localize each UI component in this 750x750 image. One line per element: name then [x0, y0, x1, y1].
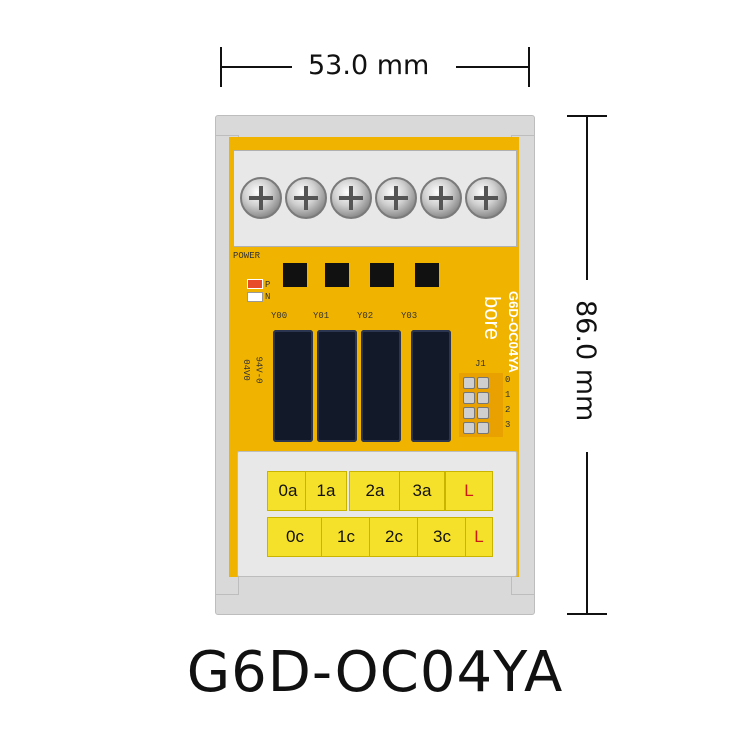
screw-terminal-3 — [330, 177, 372, 219]
terminal-top-2: 1a — [305, 471, 347, 511]
din-rail-bottom — [215, 573, 535, 615]
ic-chip-1 — [283, 263, 307, 287]
header-pin — [463, 377, 475, 389]
relay-1 — [273, 330, 313, 442]
board-cert-label: 94V-0 — [253, 356, 264, 384]
header-j1 — [459, 373, 503, 437]
board-label-n: N — [265, 292, 271, 302]
height-dimension-top-line — [586, 115, 588, 280]
screw-terminal-6 — [465, 177, 507, 219]
height-dimension-label: 86.0 mm — [570, 300, 601, 422]
output-label-y01: Y01 — [313, 311, 330, 321]
product-model-title: G6D-OC04YA — [186, 640, 564, 705]
height-dimension-bottom-line — [586, 452, 588, 615]
relay-3 — [361, 330, 401, 442]
output-label-y00: Y00 — [271, 311, 288, 321]
ic-chip-3 — [370, 263, 394, 287]
header-row-2: 2 — [505, 405, 511, 415]
header-pin — [463, 422, 475, 434]
terminal-top-5: L — [445, 471, 493, 511]
relay-4 — [411, 330, 451, 442]
terminal-top-3: 2a — [349, 471, 401, 511]
screw-terminal-1 — [240, 177, 282, 219]
status-led — [247, 292, 263, 302]
header-pin — [477, 407, 489, 419]
header-pin — [477, 377, 489, 389]
output-label-y03: Y03 — [401, 311, 418, 321]
terminal-top-4: 3a — [399, 471, 445, 511]
ic-chip-2 — [325, 263, 349, 287]
ic-chip-4 — [415, 263, 439, 287]
terminal-block — [237, 451, 517, 577]
relay-module: POWER P N Y00 Y01 Y02 Y03 bore G6D-OC04Y… — [215, 115, 535, 615]
terminal-bottom-2: 1c — [321, 517, 371, 557]
terminal-bottom-5: L — [465, 517, 493, 557]
width-dimension-right-tick — [528, 47, 530, 87]
output-label-y02: Y02 — [357, 311, 374, 321]
header-label-j1: J1 — [475, 359, 486, 369]
board-cert-code: 04V0 — [240, 359, 251, 381]
board-label-p: P — [265, 280, 271, 290]
terminal-top-1: 0a — [267, 471, 309, 511]
header-row-0: 0 — [505, 375, 511, 385]
height-dimension — [562, 115, 612, 615]
terminal-bottom-1: 0c — [267, 517, 323, 557]
screw-terminal-4 — [375, 177, 417, 219]
terminal-bottom-4: 3c — [417, 517, 467, 557]
board-label-power: POWER — [233, 251, 261, 261]
header-row-1: 1 — [505, 390, 511, 400]
power-led — [247, 279, 263, 289]
width-dimension-left-line — [220, 66, 292, 68]
header-pin — [463, 407, 475, 419]
screw-terminal-5 — [420, 177, 462, 219]
header-row-3: 3 — [505, 420, 511, 430]
header-pin — [477, 422, 489, 434]
relay-2 — [317, 330, 357, 442]
header-pin — [463, 392, 475, 404]
board-brand-logo: bore — [480, 295, 505, 341]
height-dimension-bottom-tick — [567, 613, 607, 615]
width-dimension-label: 53.0 mm — [308, 50, 430, 81]
header-pin — [477, 392, 489, 404]
width-dimension-right-line — [456, 66, 528, 68]
terminal-bottom-3: 2c — [369, 517, 419, 557]
width-dimension: 53.0 mm — [220, 42, 530, 92]
screw-terminal-2 — [285, 177, 327, 219]
